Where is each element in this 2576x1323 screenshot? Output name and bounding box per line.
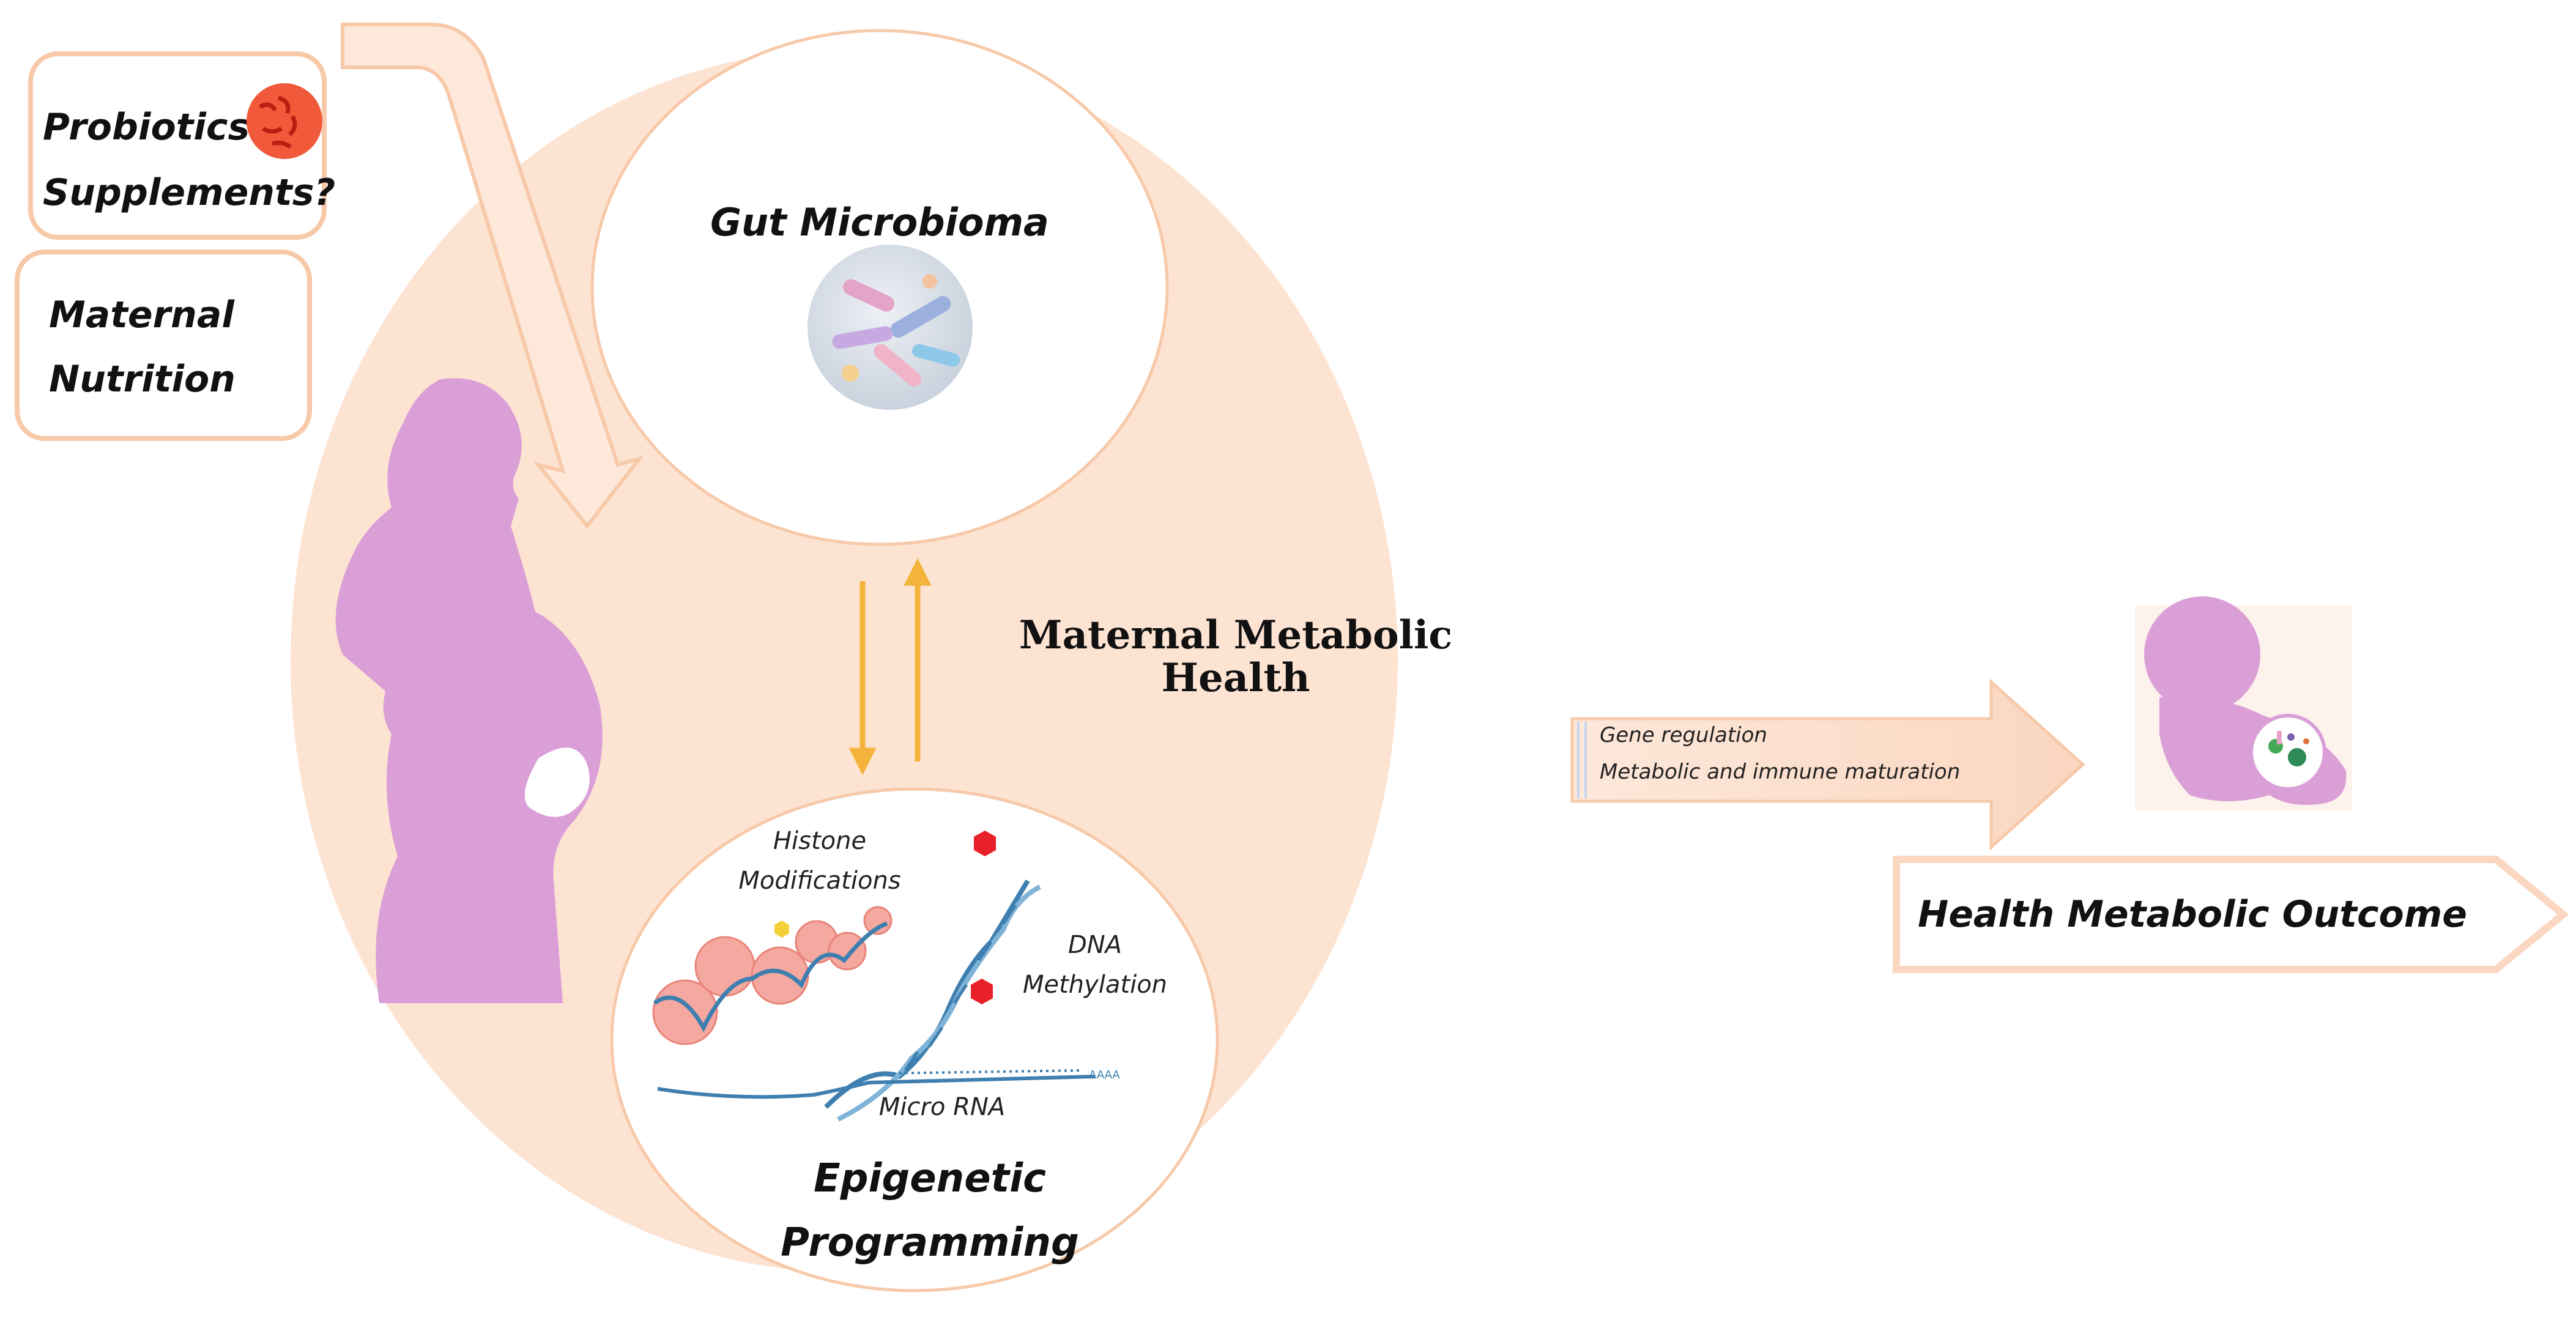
- fetus-icon: [524, 747, 590, 817]
- micro-rna-label: Micro RNA: [879, 1093, 1005, 1121]
- maternal-metabolic-health-label-1: Maternal Metabolic: [1019, 612, 1453, 658]
- dna-label-1: DNA: [1068, 931, 1122, 959]
- probiotics-label-2: Supplements?: [43, 171, 335, 214]
- epigenetic-label-2: Programming: [781, 1220, 1079, 1266]
- probiotics-icon: [247, 83, 322, 159]
- curved-input-arrow: [341, 23, 644, 529]
- gene-regulation-arrow: [1570, 678, 2085, 851]
- probiotics-label-1: Probiotics: [43, 106, 250, 149]
- dna-strand-icon: AAAA: [652, 831, 1120, 1122]
- epigenetic-label-1: Epigenetic: [814, 1156, 1046, 1201]
- maternal-nutrition-label-2: Nutrition: [49, 358, 236, 401]
- maternal-metabolic-health-label-2: Health: [1161, 655, 1310, 701]
- svg-text:AAAA: AAAA: [1089, 1069, 1120, 1081]
- probiotics-box: [28, 51, 327, 240]
- maturation-label: Metabolic and immune maturation: [1600, 760, 1960, 784]
- histone-label-2: Modifications: [738, 867, 900, 895]
- health-outcome-arrow: [1893, 856, 2569, 973]
- baby-icon: [2144, 596, 2347, 805]
- health-outcome-label: Health Metabolic Outcome: [1918, 893, 2467, 936]
- epigenetic-circle: [610, 787, 1219, 1292]
- maternal-nutrition-label-1: Maternal: [49, 294, 235, 336]
- pregnant-woman-icon: [335, 378, 603, 1003]
- dna-label-2: Methylation: [1023, 971, 1167, 999]
- histone-label-1: Histone: [773, 827, 866, 855]
- microbiome-dish-icon: [807, 245, 973, 410]
- gene-regulation-label: Gene regulation: [1600, 723, 1767, 747]
- maternal-nutrition-box: [15, 250, 312, 441]
- gut-microbioma-label: Gut Microbioma: [710, 200, 1049, 245]
